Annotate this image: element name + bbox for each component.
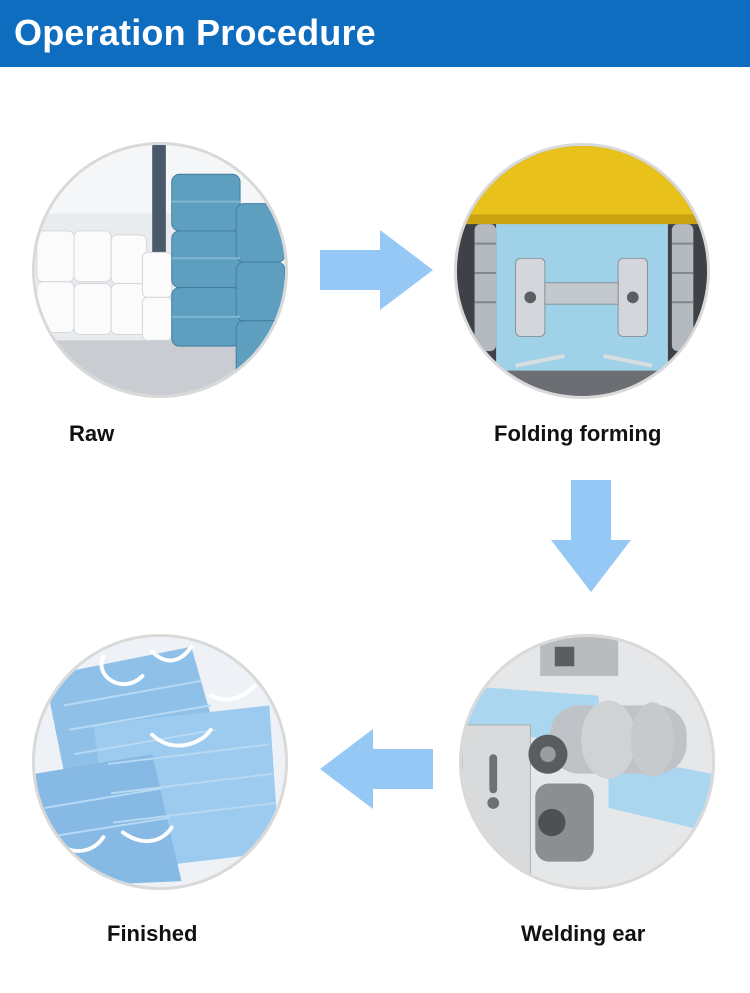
page-title: Operation Procedure (14, 12, 376, 53)
arrow-right-icon (320, 230, 433, 310)
header-bar: Operation Procedure (0, 0, 750, 67)
arrow-down-icon (551, 480, 631, 592)
step-label-raw: Raw (69, 421, 115, 446)
step-label-finished: Finished (107, 921, 198, 946)
arrow-left-icon (320, 729, 433, 809)
raw-material-rolls-photo (32, 142, 288, 398)
step-label-welding-ear: Welding ear (521, 921, 646, 946)
step-label-folding-forming: Folding forming (494, 421, 662, 446)
finished-masks-photo (32, 634, 288, 890)
ear-welding-machine-photo (459, 634, 715, 890)
folding-forming-machine-photo (454, 143, 710, 399)
